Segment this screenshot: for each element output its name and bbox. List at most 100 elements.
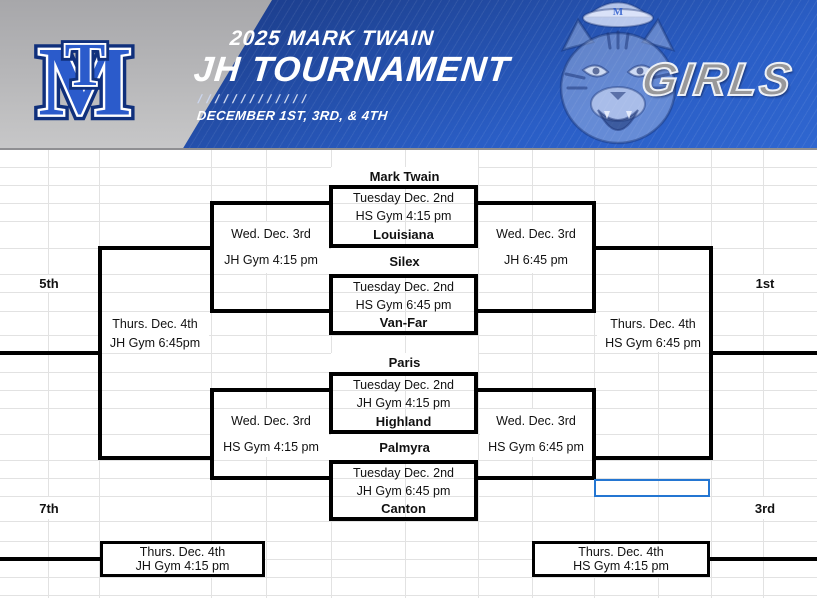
- game-venue: JH Gym 4:15 pm: [224, 253, 318, 267]
- bracket-line: [592, 246, 713, 250]
- game-date: Thurs. Dec. 4th: [112, 317, 198, 331]
- game-date: Tuesday Dec. 2nd: [353, 191, 454, 205]
- game-venue: HS Gym 4:15 pm: [223, 440, 319, 454]
- game-date: Wed. Dec. 3rd: [496, 414, 576, 428]
- gridline: [0, 390, 817, 391]
- right-semi-top-label: Wed. Dec. 3rd JH 6:45 pm: [480, 222, 592, 273]
- game-date: Tuesday Dec. 2nd: [353, 466, 454, 480]
- gridline: [763, 150, 764, 598]
- gridline: [532, 150, 533, 598]
- gridline: [0, 521, 817, 522]
- game-box-3: Tuesday Dec. 2nd JH Gym 4:15 pm Highland: [329, 372, 478, 434]
- game-venue: HS Gym 6:45 pm: [355, 298, 452, 312]
- svg-text:M: M: [613, 6, 624, 18]
- gridline: [0, 595, 817, 596]
- bracket-line: [98, 456, 214, 460]
- gridline: [594, 150, 595, 598]
- game-date: Thurs. Dec. 4th: [139, 545, 226, 559]
- game-box-1: Tuesday Dec. 2nd HS Gym 4:15 pm Louisian…: [329, 185, 478, 248]
- team-label: Van-Far: [379, 315, 428, 330]
- selected-cell[interactable]: [594, 479, 710, 497]
- gridline: [0, 408, 817, 409]
- bracket-line: [98, 246, 214, 250]
- gridline: [0, 478, 817, 479]
- bracket-line: [210, 201, 214, 313]
- gridline: [0, 292, 817, 293]
- mark-twain-logo: M M T T: [33, 26, 138, 126]
- game-venue: HS Gym 6:45 pm: [488, 440, 584, 454]
- gridline: [658, 150, 659, 598]
- team-label: Highland: [375, 413, 432, 429]
- left-semi-top-label: Wed. Dec. 3rd JH Gym 4:15 pm: [213, 222, 329, 273]
- fifth-place-label: 5th: [0, 275, 98, 292]
- team-label: Louisiana: [373, 227, 434, 242]
- gridline: [0, 311, 817, 312]
- division-label: GIRLS: [637, 52, 797, 106]
- team-label: Silex: [331, 248, 478, 274]
- gridline: [0, 496, 817, 497]
- championship-game-label: Thurs. Dec. 4th HS Gym 6:45 pm: [597, 312, 709, 352]
- game-venue: HS Gym 6:45 pm: [605, 336, 701, 350]
- bracket-line: [0, 557, 103, 561]
- bracket-line: [210, 388, 214, 480]
- bracket-line: [709, 557, 817, 561]
- gridline: [0, 541, 817, 542]
- gridline: [266, 150, 267, 598]
- game-venue: JH Gym 4:15 pm: [356, 396, 451, 410]
- gridline: [211, 150, 212, 598]
- game-date: Tuesday Dec. 2nd: [353, 378, 454, 392]
- game-venue: JH Gym 6:45 pm: [356, 484, 451, 498]
- team-label: Paris: [331, 353, 478, 372]
- seventh-place-game-box: Thurs. Dec. 4th JH Gym 4:15 pm: [100, 541, 265, 577]
- left-semi-bottom-label: Wed. Dec. 3rd HS Gym 4:15 pm: [213, 409, 329, 457]
- logo-t: T: [65, 32, 106, 99]
- bracket-line: [210, 476, 331, 480]
- game-box-2: Tuesday Dec. 2nd HS Gym 6:45 pm Van-Far: [329, 274, 478, 335]
- team-label: Palmyra: [331, 434, 478, 460]
- logo-m: M: [38, 27, 131, 126]
- team-label: Canton: [381, 501, 426, 516]
- right-semi-bottom-label: Wed. Dec. 3rd HS Gym 6:45 pm: [480, 409, 592, 457]
- bracket-line: [476, 201, 596, 205]
- bracket-line: [476, 476, 596, 480]
- blue-banner: [182, 0, 817, 148]
- bracket-line: [0, 351, 102, 355]
- game-venue: JH Gym 6:45pm: [109, 336, 201, 350]
- game-venue: JH Gym 4:15 pm: [135, 559, 230, 573]
- third-place-game-box: Thurs. Dec. 4th HS Gym 4:15 pm: [532, 541, 710, 577]
- bracket-line: [210, 201, 331, 205]
- logo-m-outline: M: [38, 27, 131, 126]
- spreadsheet-grid[interactable]: Mark Twain Tuesday Dec. 2nd HS Gym 4:15 …: [0, 150, 817, 598]
- game-date: Wed. Dec. 3rd: [231, 227, 311, 241]
- team-label: Mark Twain: [331, 167, 478, 185]
- gridline: [0, 559, 817, 560]
- gridline: [0, 335, 817, 336]
- logo-t-outline: T: [65, 32, 106, 99]
- game-date: Thurs. Dec. 4th: [610, 317, 696, 331]
- gridline: [0, 221, 817, 222]
- game-date: Wed. Dec. 3rd: [496, 227, 576, 241]
- game-venue: HS Gym 4:15 pm: [573, 559, 669, 573]
- game-date: Wed. Dec. 3rd: [231, 414, 311, 428]
- gridline: [0, 203, 817, 204]
- bracket-line: [210, 309, 331, 313]
- gridline: [0, 577, 817, 578]
- third-place-label: 3rd: [713, 497, 817, 519]
- header-subtitle: JH TOURNAMENT: [192, 50, 512, 89]
- game-box-4: Tuesday Dec. 2nd JH Gym 6:45 pm Canton: [329, 460, 478, 521]
- gridline: [48, 150, 49, 598]
- bracket-line: [711, 351, 817, 355]
- seventh-place-label: 7th: [0, 497, 98, 519]
- bracket-line: [592, 456, 713, 460]
- fifth-place-game-label: Thurs. Dec. 4th JH Gym 6:45pm: [101, 312, 209, 352]
- tiger-mascot-graphic: M: [559, 1, 677, 145]
- first-place-label: 1st: [713, 275, 817, 292]
- game-date: Tuesday Dec. 2nd: [353, 280, 454, 294]
- gridline: [478, 150, 479, 598]
- bracket-line: [592, 201, 596, 313]
- bracket-line: [210, 388, 331, 392]
- bracket-line: [476, 309, 596, 313]
- game-venue: JH 6:45 pm: [504, 253, 568, 267]
- game-venue: HS Gym 4:15 pm: [355, 209, 452, 223]
